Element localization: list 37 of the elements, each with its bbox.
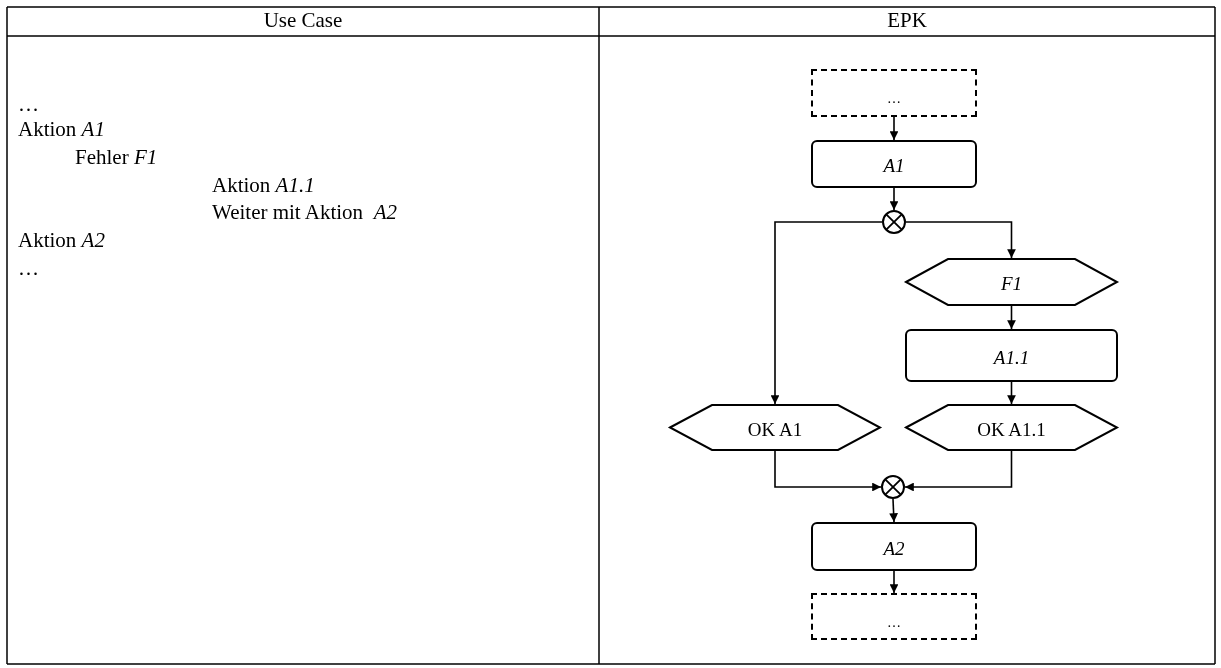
use-case-text: Weiter mit Aktion A2 [212,202,397,223]
arrow [905,221,1016,259]
arrow [904,450,1013,492]
use-case-text: Fehler F1 [75,147,158,168]
function-label: A1.1 [993,346,1030,369]
function-box [905,329,1118,382]
arrow [774,450,882,492]
column-header: EPK [887,10,927,31]
column-header: Use Case [263,10,343,31]
placeholder-label: … [887,91,901,107]
function-box [811,140,977,188]
use-case-text: Aktion A1.1 [212,175,315,196]
placeholder-box [811,593,977,640]
arrow [889,570,899,594]
event-label: F1 [1000,273,1023,295]
arrow [889,116,899,141]
use-case-text: Aktion A1 [18,119,105,140]
use-case-text: … [18,94,39,115]
use-case-text: Aktion A2 [18,230,105,251]
arrow [770,221,883,405]
function-label: A2 [883,537,905,560]
xor-connector [881,475,905,499]
arrow [889,187,899,211]
arrow [889,498,898,523]
event-label: OK A1.1 [977,418,1046,441]
arrow [1007,381,1016,405]
function-label: A1 [883,155,905,177]
arrow [1007,305,1016,330]
event-hexagon [905,258,1118,306]
function-box [811,522,977,571]
use-case-text: … [18,258,39,279]
event-label: OK A1 [747,418,803,441]
placeholder-box [811,69,977,117]
event-hexagon [905,404,1118,451]
xor-connector [882,210,906,234]
event-hexagon [669,404,881,451]
placeholder-label: … [887,614,901,631]
